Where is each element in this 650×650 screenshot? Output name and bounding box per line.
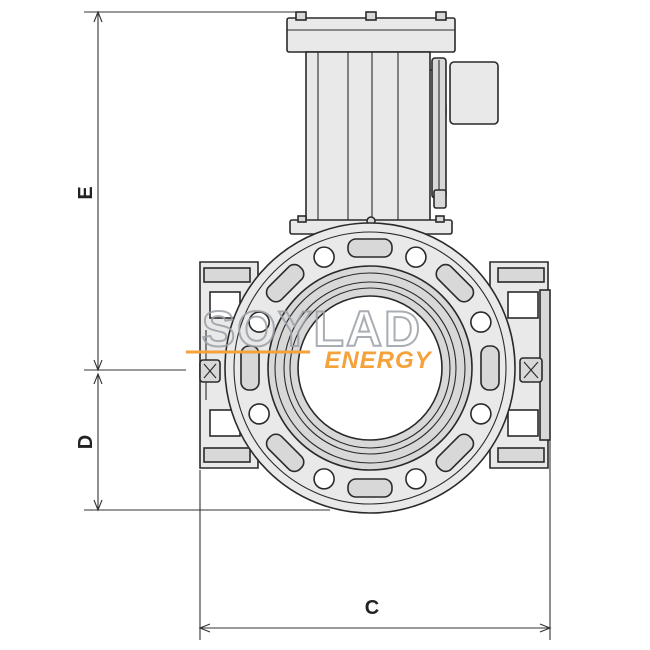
watermark-brand: SOYLAD [202,301,422,357]
flange-bolt-hole [405,246,427,268]
actuator-top-plate [286,17,456,53]
flange-slot [347,478,393,498]
flange-bolt-hole [313,246,335,268]
flange-slot [240,345,260,391]
flange-slot [435,433,475,473]
flange-slot [347,238,393,258]
left-lug-bolt [199,359,221,383]
flange-slot [265,263,305,303]
dimension-label-d: D [75,435,97,449]
right-lug-bolt [519,357,543,383]
dimension-label-e: E [75,186,97,199]
watermark-sub: ENERGY [324,347,432,374]
flange-bolt-hole [470,311,492,333]
flange-bolt-hole [405,468,427,490]
actuator-assembly [286,11,499,235]
flange-slot [435,263,475,303]
flange-slot [265,433,305,473]
flange-bore [297,295,443,441]
flange-bolt-hole [248,403,270,425]
actuator-side-box [449,61,499,125]
flange-slot [480,345,500,391]
flange-bolt-hole [248,311,270,333]
flange-bolt-holes [240,238,500,498]
flange-bolt-hole [470,403,492,425]
watermark: SOYLAD ENERGY [186,300,432,374]
dimension-label-c: C [365,597,379,619]
valve-flange [224,222,516,514]
dimension-lines [84,10,552,640]
flange-bolt-hole [313,468,335,490]
actuator-neck [305,51,431,225]
